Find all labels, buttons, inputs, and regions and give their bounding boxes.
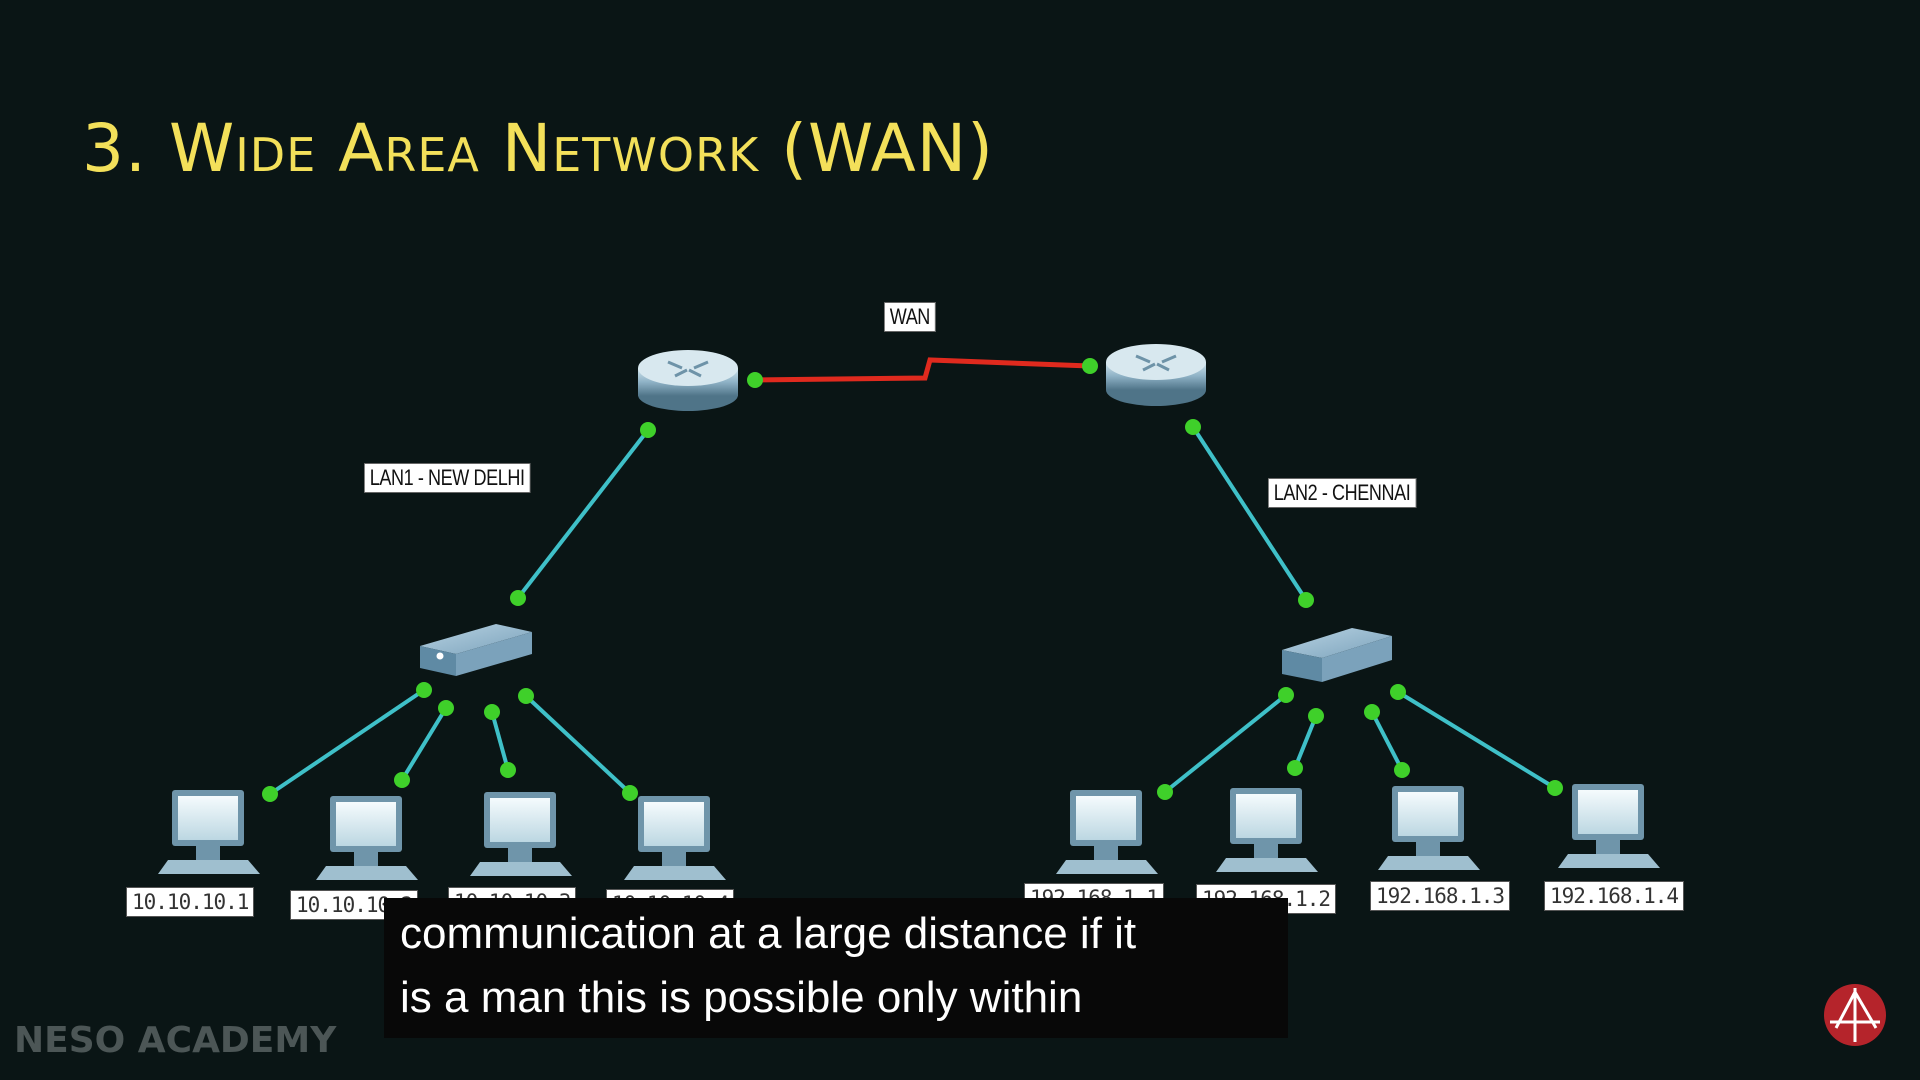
router-new-delhi[interactable] xyxy=(638,350,738,411)
slide-title: 3. Wide Area Network (WAN) xyxy=(82,110,994,187)
pc-lan1-1[interactable] xyxy=(158,790,260,874)
desktop-computer-icon xyxy=(470,792,572,876)
desktop-computer-icon xyxy=(1056,790,1158,874)
switch-icon xyxy=(1282,628,1392,682)
lan1-uplink xyxy=(516,428,650,600)
lan1-label: LAN1 - NEW DELHI xyxy=(364,463,531,493)
pc-lan2-1[interactable] xyxy=(1056,790,1158,874)
switch-icon xyxy=(420,624,532,676)
port-indicators xyxy=(262,358,1563,802)
desktop-computer-icon xyxy=(316,796,418,880)
desktop-computer-icon xyxy=(1378,786,1480,870)
lan2-host-links xyxy=(1163,690,1557,794)
pc-lan1-2[interactable] xyxy=(316,796,418,880)
neso-logo-icon xyxy=(1824,984,1886,1046)
switch-chennai[interactable] xyxy=(1282,628,1392,682)
pc-lan1-4[interactable] xyxy=(624,796,726,880)
ip-lan1-host-1: 10.10.10.1 xyxy=(126,887,255,917)
router-chennai[interactable] xyxy=(1106,344,1206,406)
pc-lan2-4[interactable] xyxy=(1558,784,1660,868)
ip-lan2-host-4: 192.168.1.4 xyxy=(1544,881,1685,911)
wan-label: WAN xyxy=(884,302,936,332)
subtitle-caption: communication at a large distance if it … xyxy=(384,898,1288,1038)
caption-line-1: communication at a large distance if it xyxy=(400,909,1137,958)
pc-lan2-2[interactable] xyxy=(1216,788,1318,872)
pc-lan2-3[interactable] xyxy=(1378,786,1480,870)
lan2-label: LAN2 - CHENNAI xyxy=(1268,478,1417,508)
pc-lan1-3[interactable] xyxy=(470,792,572,876)
router-icon xyxy=(1106,344,1206,406)
switch-new-delhi[interactable] xyxy=(420,624,532,676)
desktop-computer-icon xyxy=(624,796,726,880)
lan2-uplink xyxy=(1191,425,1308,602)
ip-lan2-host-3: 192.168.1.3 xyxy=(1370,881,1511,911)
lan1-host-links xyxy=(268,688,632,796)
neso-academy-watermark: NESO ACADEMY xyxy=(14,1020,337,1061)
wan-link xyxy=(754,357,1091,383)
router-icon xyxy=(638,350,738,411)
caption-line-2: is a man this is possible only within xyxy=(400,973,1083,1022)
desktop-computer-icon xyxy=(1558,784,1660,868)
desktop-computer-icon xyxy=(158,790,260,874)
desktop-computer-icon xyxy=(1216,788,1318,872)
